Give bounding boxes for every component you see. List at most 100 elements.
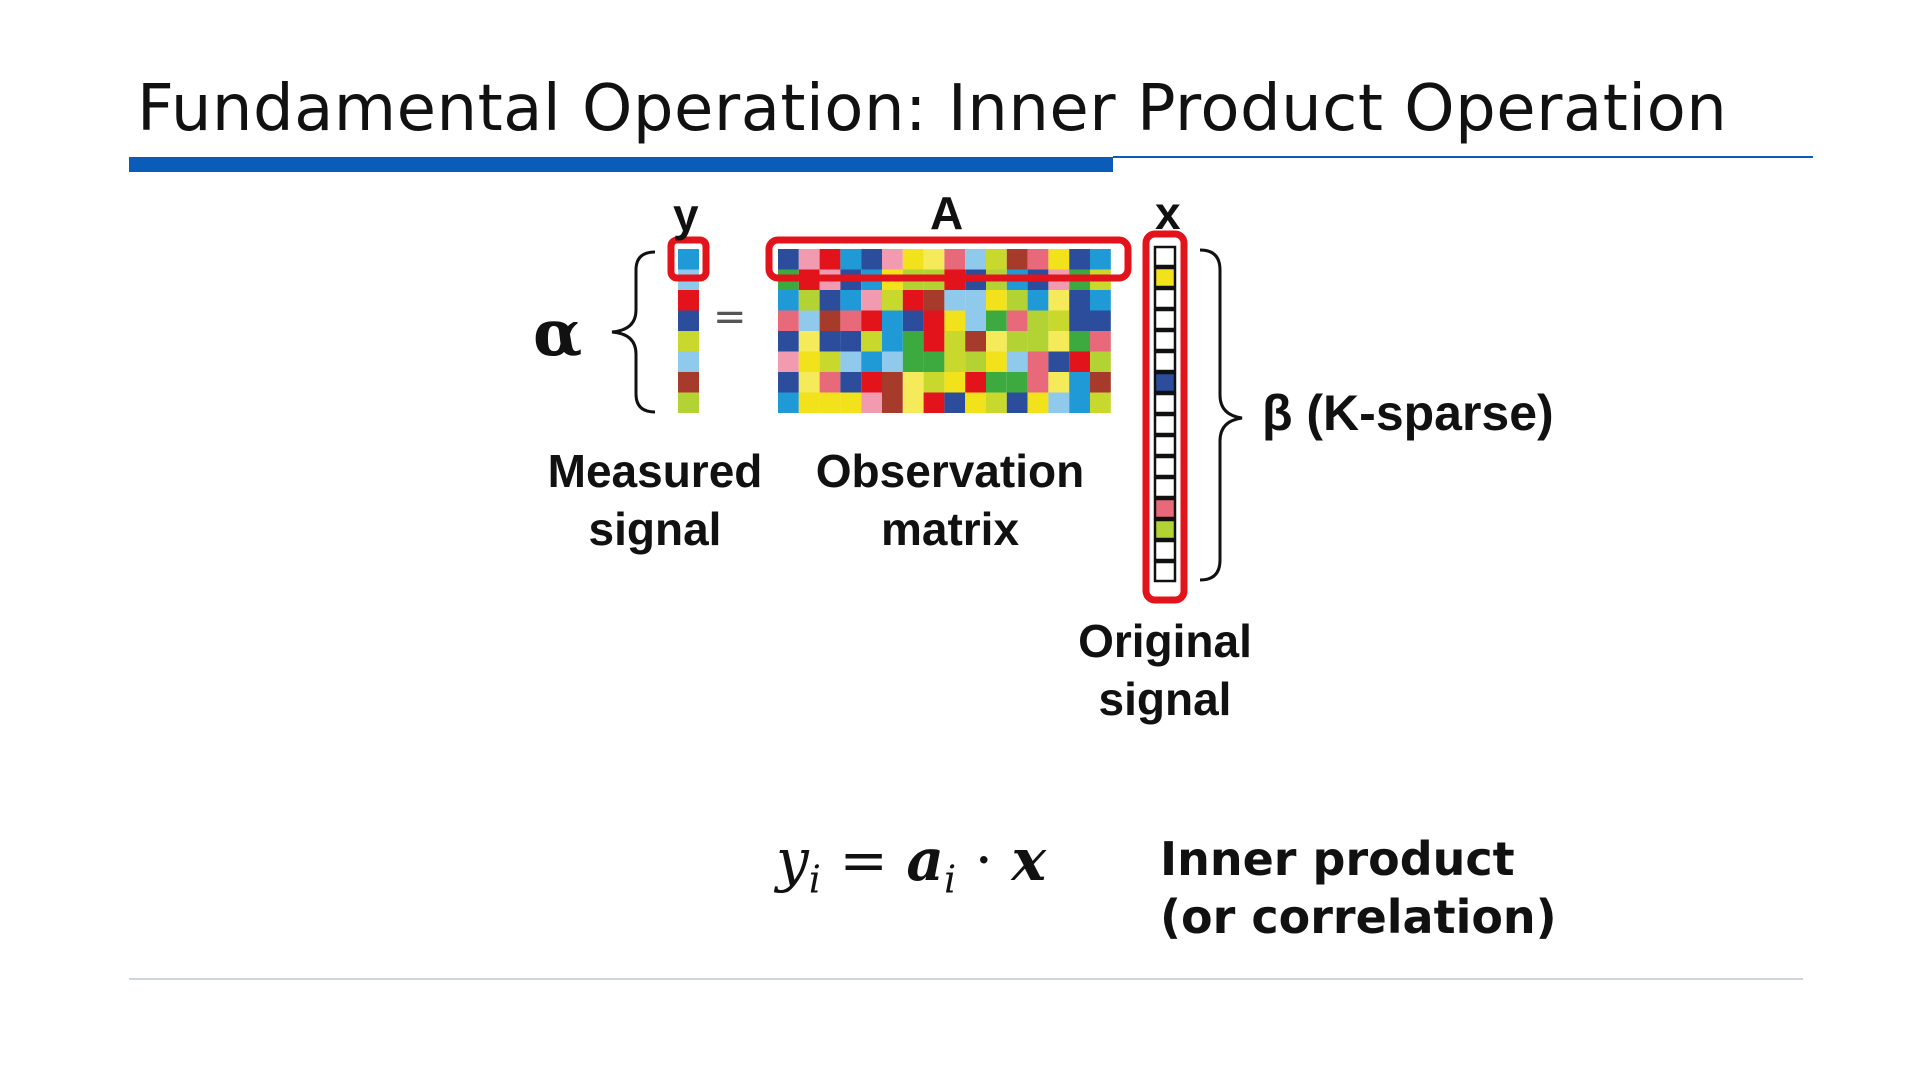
matrix-cell xyxy=(1048,290,1070,311)
alpha-symbol: α xyxy=(533,296,583,371)
matrix-cell xyxy=(944,372,966,393)
matrix-cell xyxy=(798,290,820,311)
matrix-cell xyxy=(923,372,945,393)
matrix-cell xyxy=(986,249,1007,270)
matrix-cell xyxy=(798,392,820,413)
matrix-cell xyxy=(840,372,862,393)
matrix-cell xyxy=(861,290,882,311)
matrix-cell xyxy=(986,310,1007,331)
eq-sub-i-a: i xyxy=(944,857,957,902)
matrix-cell xyxy=(1090,331,1111,352)
matrix-cell xyxy=(923,351,945,372)
y-cell xyxy=(678,249,699,270)
matrix-cell xyxy=(902,372,924,393)
matrix-cell xyxy=(1027,249,1049,270)
x-cell xyxy=(1153,308,1177,331)
matrix-cell xyxy=(1090,310,1111,331)
x-cell xyxy=(1153,392,1177,415)
matrix-cell xyxy=(819,290,841,311)
matrix-cell xyxy=(778,372,799,393)
x-cell xyxy=(1153,476,1177,499)
y-cell xyxy=(678,392,699,413)
matrix-cell xyxy=(1090,351,1111,372)
matrix-cell xyxy=(965,310,986,331)
matrix-cell xyxy=(840,249,862,270)
matrix-cell xyxy=(819,351,841,372)
matrix-cell xyxy=(1069,249,1090,270)
matrix-cell xyxy=(882,249,903,270)
matrix-cell xyxy=(819,249,841,270)
y-label: y xyxy=(673,189,699,241)
matrix-cell xyxy=(902,310,924,331)
inner-product-equation: yi = ai · x xyxy=(776,826,1046,902)
matrix-cell xyxy=(798,310,820,331)
matrix-cell xyxy=(902,249,924,270)
matrix-cell xyxy=(944,331,966,352)
matrix-cell xyxy=(902,331,924,352)
y-cell xyxy=(678,290,699,311)
matrix-cell xyxy=(798,331,820,352)
matrix-cell xyxy=(1006,392,1028,413)
matrix-cell xyxy=(1090,249,1111,270)
matrix-cell xyxy=(1090,290,1111,311)
matrix-cell xyxy=(1090,392,1111,413)
eq-y: y xyxy=(776,826,809,894)
footer-divider xyxy=(129,978,1803,980)
x-cell xyxy=(1153,413,1177,436)
matrix-cell xyxy=(923,392,945,413)
matrix-cell xyxy=(1027,372,1049,393)
observation-matrix-grid xyxy=(778,249,1111,413)
matrix-cell xyxy=(819,372,841,393)
matrix-cell xyxy=(840,290,862,311)
matrix-cell xyxy=(902,290,924,311)
title-underline-thin xyxy=(1113,156,1813,158)
matrix-cell xyxy=(1027,290,1049,311)
matrix-cell xyxy=(1006,249,1028,270)
matrix-cell xyxy=(1069,392,1090,413)
matrix-cell xyxy=(1027,392,1049,413)
matrix-cell xyxy=(840,331,862,352)
x-cell xyxy=(1153,329,1177,352)
matrix-cell xyxy=(778,249,799,270)
matrix-cell xyxy=(944,249,966,270)
measured-signal-label: Measured signal xyxy=(547,445,763,555)
matrix-cell xyxy=(1006,351,1028,372)
x-cell xyxy=(1153,539,1177,562)
matrix-cell xyxy=(819,310,841,331)
matrix-cell xyxy=(965,392,986,413)
x-cell xyxy=(1153,371,1177,394)
x-cell xyxy=(1153,245,1177,268)
matrix-cell xyxy=(986,392,1007,413)
beta-k-sparse-label: β (K-sparse) xyxy=(1262,385,1554,441)
a-row-highlight-box xyxy=(765,236,1132,282)
matrix-cell xyxy=(778,310,799,331)
x-cell xyxy=(1153,287,1177,310)
matrix-cell xyxy=(1048,351,1070,372)
matrix-cell xyxy=(902,392,924,413)
matrix-cell xyxy=(840,351,862,372)
matrix-cell xyxy=(778,331,799,352)
x-cell xyxy=(1153,434,1177,457)
matrix-cell xyxy=(861,372,882,393)
x-cell xyxy=(1153,497,1177,520)
matrix-cell xyxy=(1006,310,1028,331)
equals-sign: = xyxy=(713,294,747,340)
inner-product-note: Inner product (or correlation) xyxy=(1160,832,1557,944)
y-highlight-box xyxy=(667,236,710,282)
matrix-cell xyxy=(902,351,924,372)
matrix-cell xyxy=(778,392,799,413)
a-label: A xyxy=(930,187,964,239)
matrix-cell xyxy=(882,290,903,311)
y-cell xyxy=(678,372,699,393)
eq-a: a xyxy=(906,826,945,894)
y-cell xyxy=(678,351,699,372)
matrix-cell xyxy=(819,392,841,413)
original-signal-label: Original signal xyxy=(1078,615,1252,725)
matrix-cell xyxy=(882,372,903,393)
matrix-cell xyxy=(1069,331,1090,352)
matrix-cell xyxy=(1006,290,1028,311)
matrix-cell xyxy=(778,290,799,311)
beta-brace xyxy=(1199,248,1243,582)
matrix-cell xyxy=(1006,331,1028,352)
